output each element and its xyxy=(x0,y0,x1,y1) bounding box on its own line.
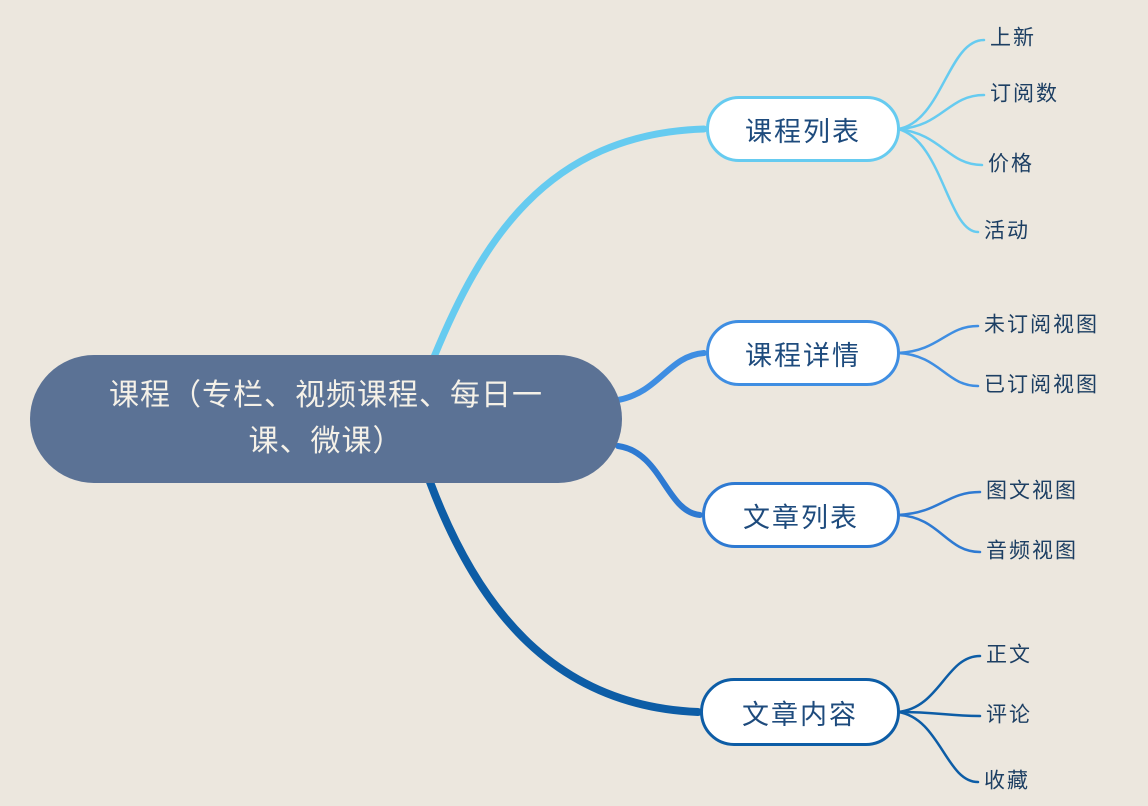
branch-topic-article-content[interactable]: 文章内容 xyxy=(700,678,900,746)
leaf-topic-subscriber-count[interactable]: 订阅数 xyxy=(990,81,1059,106)
leaf-connector-comments xyxy=(896,710,982,718)
branch-curve-article-list xyxy=(615,443,703,518)
branch-topic-course-detail[interactable]: 课程详情 xyxy=(706,320,900,386)
leaf-topic-new-arrival[interactable]: 上新 xyxy=(990,25,1036,50)
branch-curve-course-detail xyxy=(615,350,707,403)
leaf-connector-new-arrival xyxy=(896,38,986,131)
leaf-topic-body-text[interactable]: 正文 xyxy=(986,642,1032,667)
leaf-topic-price[interactable]: 价格 xyxy=(988,151,1034,176)
leaf-connector-body-text xyxy=(896,654,982,714)
branch-curve-course-list xyxy=(430,125,708,361)
leaf-topic-comments[interactable]: 评论 xyxy=(986,702,1032,727)
branch-topic-label: 课程列表 xyxy=(745,116,861,148)
leaf-topic-favorites[interactable]: 收藏 xyxy=(984,768,1030,793)
leaf-connector-activity xyxy=(896,127,980,234)
leaf-connector-favorites xyxy=(896,710,980,784)
leaf-topic-subscribed-view[interactable]: 已订阅视图 xyxy=(984,372,1099,397)
branch-curve-article-content xyxy=(426,478,702,716)
leaf-connector-unsubscribed-view xyxy=(896,324,980,355)
branch-topic-label: 文章内容 xyxy=(742,699,858,731)
leaf-connector-subscriber-count xyxy=(896,93,986,131)
leaf-connector-audio-view xyxy=(896,513,982,554)
leaf-topic-audio-view[interactable]: 音频视图 xyxy=(986,538,1078,563)
leaf-connector-subscribed-view xyxy=(896,351,980,388)
leaf-topic-imagetext-view[interactable]: 图文视图 xyxy=(986,478,1078,503)
root-topic[interactable]: 课程（专栏、视频课程、每日一课、微课） xyxy=(30,355,622,483)
branch-topic-article-list[interactable]: 文章列表 xyxy=(702,482,900,548)
leaf-topic-activity[interactable]: 活动 xyxy=(984,218,1030,243)
leaf-connector-price xyxy=(896,127,984,167)
branch-topic-label: 文章列表 xyxy=(743,502,859,534)
leaf-topic-unsubscribed-view[interactable]: 未订阅视图 xyxy=(984,312,1099,337)
branch-topic-label: 课程详情 xyxy=(745,340,861,372)
leaf-connector-imagetext-view xyxy=(896,490,982,517)
branch-topic-course-list[interactable]: 课程列表 xyxy=(706,96,900,162)
root-topic-label: 课程（专栏、视频课程、每日一课、微课） xyxy=(109,377,543,460)
